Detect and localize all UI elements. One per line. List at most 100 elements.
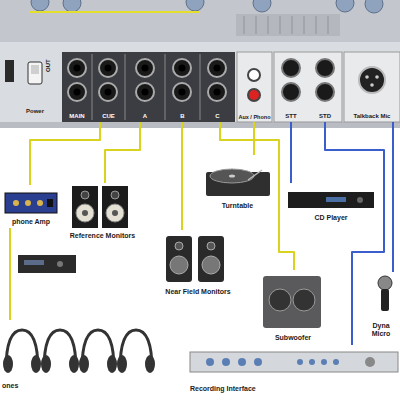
quarter-inch-jack: [142, 65, 149, 72]
device-box: ones: [0, 320, 160, 392]
stereo-input-section: [282, 59, 300, 77]
mixer-panel: [268, 16, 269, 34]
headphones: [145, 355, 155, 373]
subwoofer: [269, 289, 291, 311]
quarter-inch-jack: [179, 89, 186, 96]
mixer-panel: [280, 16, 281, 34]
subwoofer: [293, 289, 315, 311]
input-jack-group: Aux / Phono: [236, 52, 273, 122]
talkback-section: [344, 52, 400, 122]
talkback-section: [344, 52, 400, 122]
near-field-monitor: [166, 236, 192, 282]
recording-interface: [190, 352, 398, 372]
mixer-panel: [328, 16, 329, 34]
cable: [9, 228, 11, 320]
headphones: [107, 355, 117, 373]
jack-panel: [125, 54, 126, 120]
quarter-inch-jack: [208, 83, 226, 101]
node-label: STT: [285, 113, 296, 120]
input-jack-group: STD: [308, 52, 342, 122]
cable: [253, 122, 255, 155]
mixer-panel: [0, 0, 400, 128]
cable: [290, 122, 292, 183]
recording-interface: [333, 359, 339, 365]
mixer-panel: [316, 16, 317, 34]
mixer-knob: [63, 0, 81, 12]
subwoofer: [263, 276, 321, 328]
near-field-monitor: [166, 236, 224, 282]
quarter-inch-jack: [74, 89, 81, 96]
quarter-inch-jack: [214, 89, 221, 96]
turntable: [206, 169, 270, 196]
cable: [325, 122, 384, 345]
reference-monitor: [102, 186, 128, 228]
stereo-input-section: [282, 83, 300, 101]
cd-player: [326, 197, 346, 202]
quarter-inch-jack: [68, 59, 86, 77]
recording-interface: [365, 357, 375, 367]
talkback-section: [375, 75, 379, 79]
microphone: [378, 276, 392, 290]
device-box: phone Amp: [0, 185, 62, 228]
cable: [30, 122, 100, 185]
quarter-inch-jack: [173, 59, 191, 77]
quarter-inch-jack: [136, 83, 154, 101]
device-box: Subwoofer: [258, 270, 328, 344]
quarter-inch-jack: [179, 65, 186, 72]
mixer-knob: [365, 0, 383, 13]
reference-monitor: [76, 204, 94, 222]
node-label: B: [180, 113, 184, 120]
mixer-panel: [0, 122, 400, 128]
cable: [392, 122, 394, 272]
near-field-monitor: [175, 242, 183, 250]
mixer-panel: [236, 14, 340, 36]
headphone-amp: [5, 193, 57, 213]
node-label: CD Player: [314, 214, 347, 222]
quarter-inch-jack: [99, 83, 117, 101]
device-box: CD Player: [285, 183, 377, 224]
mixer-panel: [304, 16, 305, 34]
mixer-panel: [244, 16, 245, 34]
rack-unit: [57, 261, 63, 267]
talkback-section: [359, 67, 385, 93]
rack-unit: [24, 260, 44, 265]
quarter-inch-jack: [99, 59, 117, 77]
near-field-monitor: [207, 242, 215, 250]
headphone-amp: [47, 199, 53, 207]
mixer-panel: [292, 16, 293, 34]
aux-section: [248, 89, 260, 101]
node-label: MAIN: [69, 113, 84, 120]
stereo-input-section: [316, 83, 334, 101]
device-box: Dyna Micro: [362, 272, 400, 340]
output-jack-group: B: [165, 52, 200, 122]
talkback-section: [365, 75, 369, 79]
quarter-inch-jack: [68, 59, 226, 101]
panel-label: OUT: [45, 59, 51, 72]
microphone: [378, 276, 392, 311]
cd-player: [288, 192, 374, 208]
aux-section: [248, 69, 260, 81]
node-label: Near Field Monitors: [165, 288, 230, 296]
mixer-knob: [31, 0, 383, 13]
panel-label: Power: [26, 108, 44, 114]
headphones: [3, 355, 13, 373]
device-box: Turntable: [200, 155, 275, 212]
node-label: Recording Interface: [190, 385, 256, 393]
quarter-inch-jack: [136, 59, 154, 77]
stereo-input-section: [274, 52, 342, 122]
node-label: Dyna Micro: [364, 322, 398, 338]
stereo-input-section: [274, 52, 342, 122]
quarter-inch-jack: [68, 83, 86, 101]
turntable: [248, 170, 262, 180]
device-box: Recording Interface: [180, 345, 400, 395]
headphones: [79, 355, 89, 373]
quarter-inch-jack: [142, 89, 149, 96]
reference-monitor: [72, 186, 128, 228]
jack-panel: [62, 52, 235, 122]
headphones: [31, 355, 41, 373]
quarter-inch-jack: [105, 65, 112, 72]
output-jack-group: A: [125, 52, 165, 122]
node-label: Reference Monitors: [70, 232, 135, 240]
recording-interface: [297, 359, 303, 365]
